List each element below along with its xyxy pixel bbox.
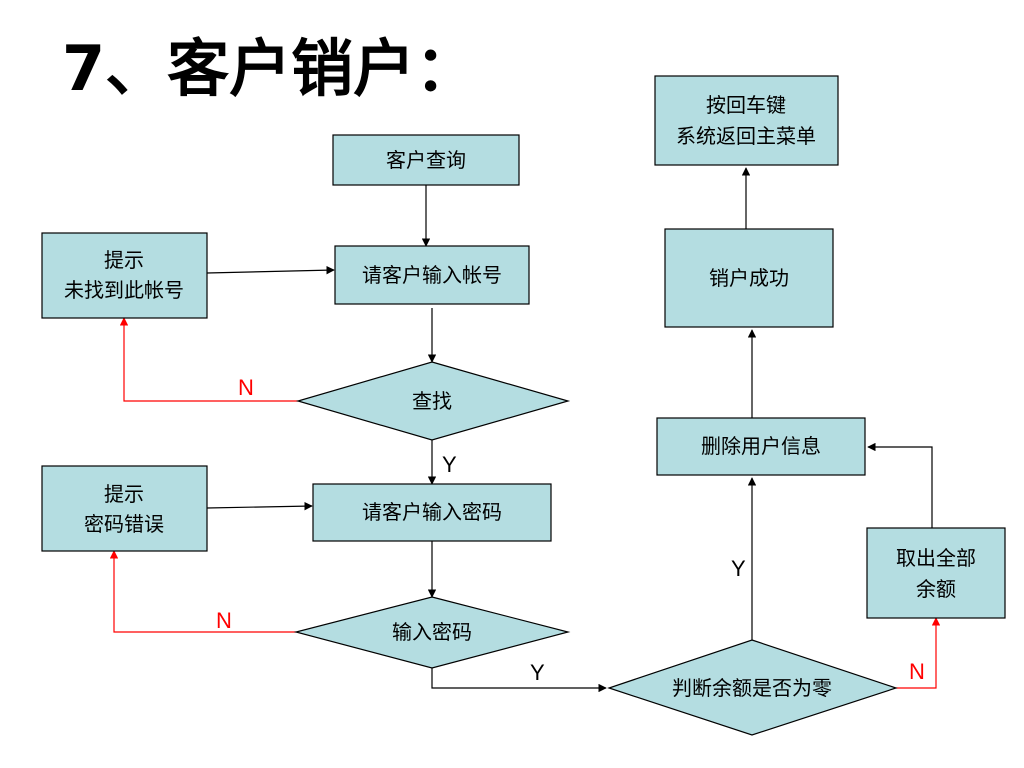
node-password-error-line-2: 密码错误: [84, 512, 164, 536]
node-withdraw-all: 取出全部 余额: [866, 527, 1006, 619]
node-find-line-1: 查找: [412, 389, 452, 413]
node-find: 查找: [295, 361, 571, 441]
node-check-balance-zero: 判断余额是否为零: [607, 639, 898, 736]
connectors: [109, 167, 941, 693]
node-return-menu: 按回车键 系统返回主菜单: [654, 75, 839, 166]
edge-find-no: [119, 317, 298, 402]
node-delete-user-info: 删除用户信息: [656, 417, 866, 476]
edge-password-no: [109, 550, 296, 633]
node-return-menu-line-2: 系统返回主菜单: [676, 124, 816, 148]
node-withdraw-all-line-2: 余额: [916, 577, 956, 601]
node-not-found-line-1: 提示: [104, 248, 144, 272]
label-balance-zero-yes: Y: [731, 556, 746, 581]
node-input-password-prompt-line-1: 请客户输入密码: [362, 500, 502, 524]
node-close-success: 销户成功: [664, 228, 834, 328]
node-input-account: 请客户输入帐号: [334, 245, 530, 305]
node-input-password-prompt: 请客户输入密码: [312, 483, 552, 542]
node-input-password: 输入密码: [293, 596, 571, 669]
node-return-menu-line-1: 按回车键: [706, 93, 786, 117]
edge-labels: N Y N Y Y N: [216, 375, 925, 685]
edge-password-error-to-input-password: [206, 501, 313, 511]
node-password-error: 提示 密码错误: [41, 465, 208, 552]
node-withdraw-all-line-1: 取出全部: [896, 546, 976, 570]
slide-title: 7、客户销户：: [62, 32, 478, 105]
node-query-line-1: 客户查询: [386, 148, 466, 172]
label-find-no: N: [238, 375, 254, 400]
label-find-yes: Y: [442, 452, 457, 477]
label-balance-zero-no: N: [909, 659, 925, 684]
label-password-no: N: [216, 608, 232, 633]
edge-withdraw-to-delete: [867, 442, 933, 528]
edge-not-found-to-input-account: [206, 265, 335, 275]
node-password-error-line-1: 提示: [104, 482, 144, 506]
node-input-account-line-1: 请客户输入帐号: [362, 263, 502, 287]
node-input-password-line-1: 输入密码: [392, 620, 472, 644]
node-delete-user-info-line-1: 删除用户信息: [701, 434, 821, 458]
node-close-success-line-1: 销户成功: [709, 266, 789, 290]
node-not-found-line-2: 未找到此帐号: [64, 278, 184, 302]
edge-balance-zero-no: [896, 617, 941, 689]
node-query: 客户查询: [332, 134, 520, 186]
label-password-yes: Y: [530, 660, 545, 685]
node-not-found: 提示 未找到此帐号: [41, 232, 208, 319]
node-check-balance-zero-line-1: 判断余额是否为零: [672, 676, 832, 700]
edge-password-yes: [431, 668, 607, 693]
